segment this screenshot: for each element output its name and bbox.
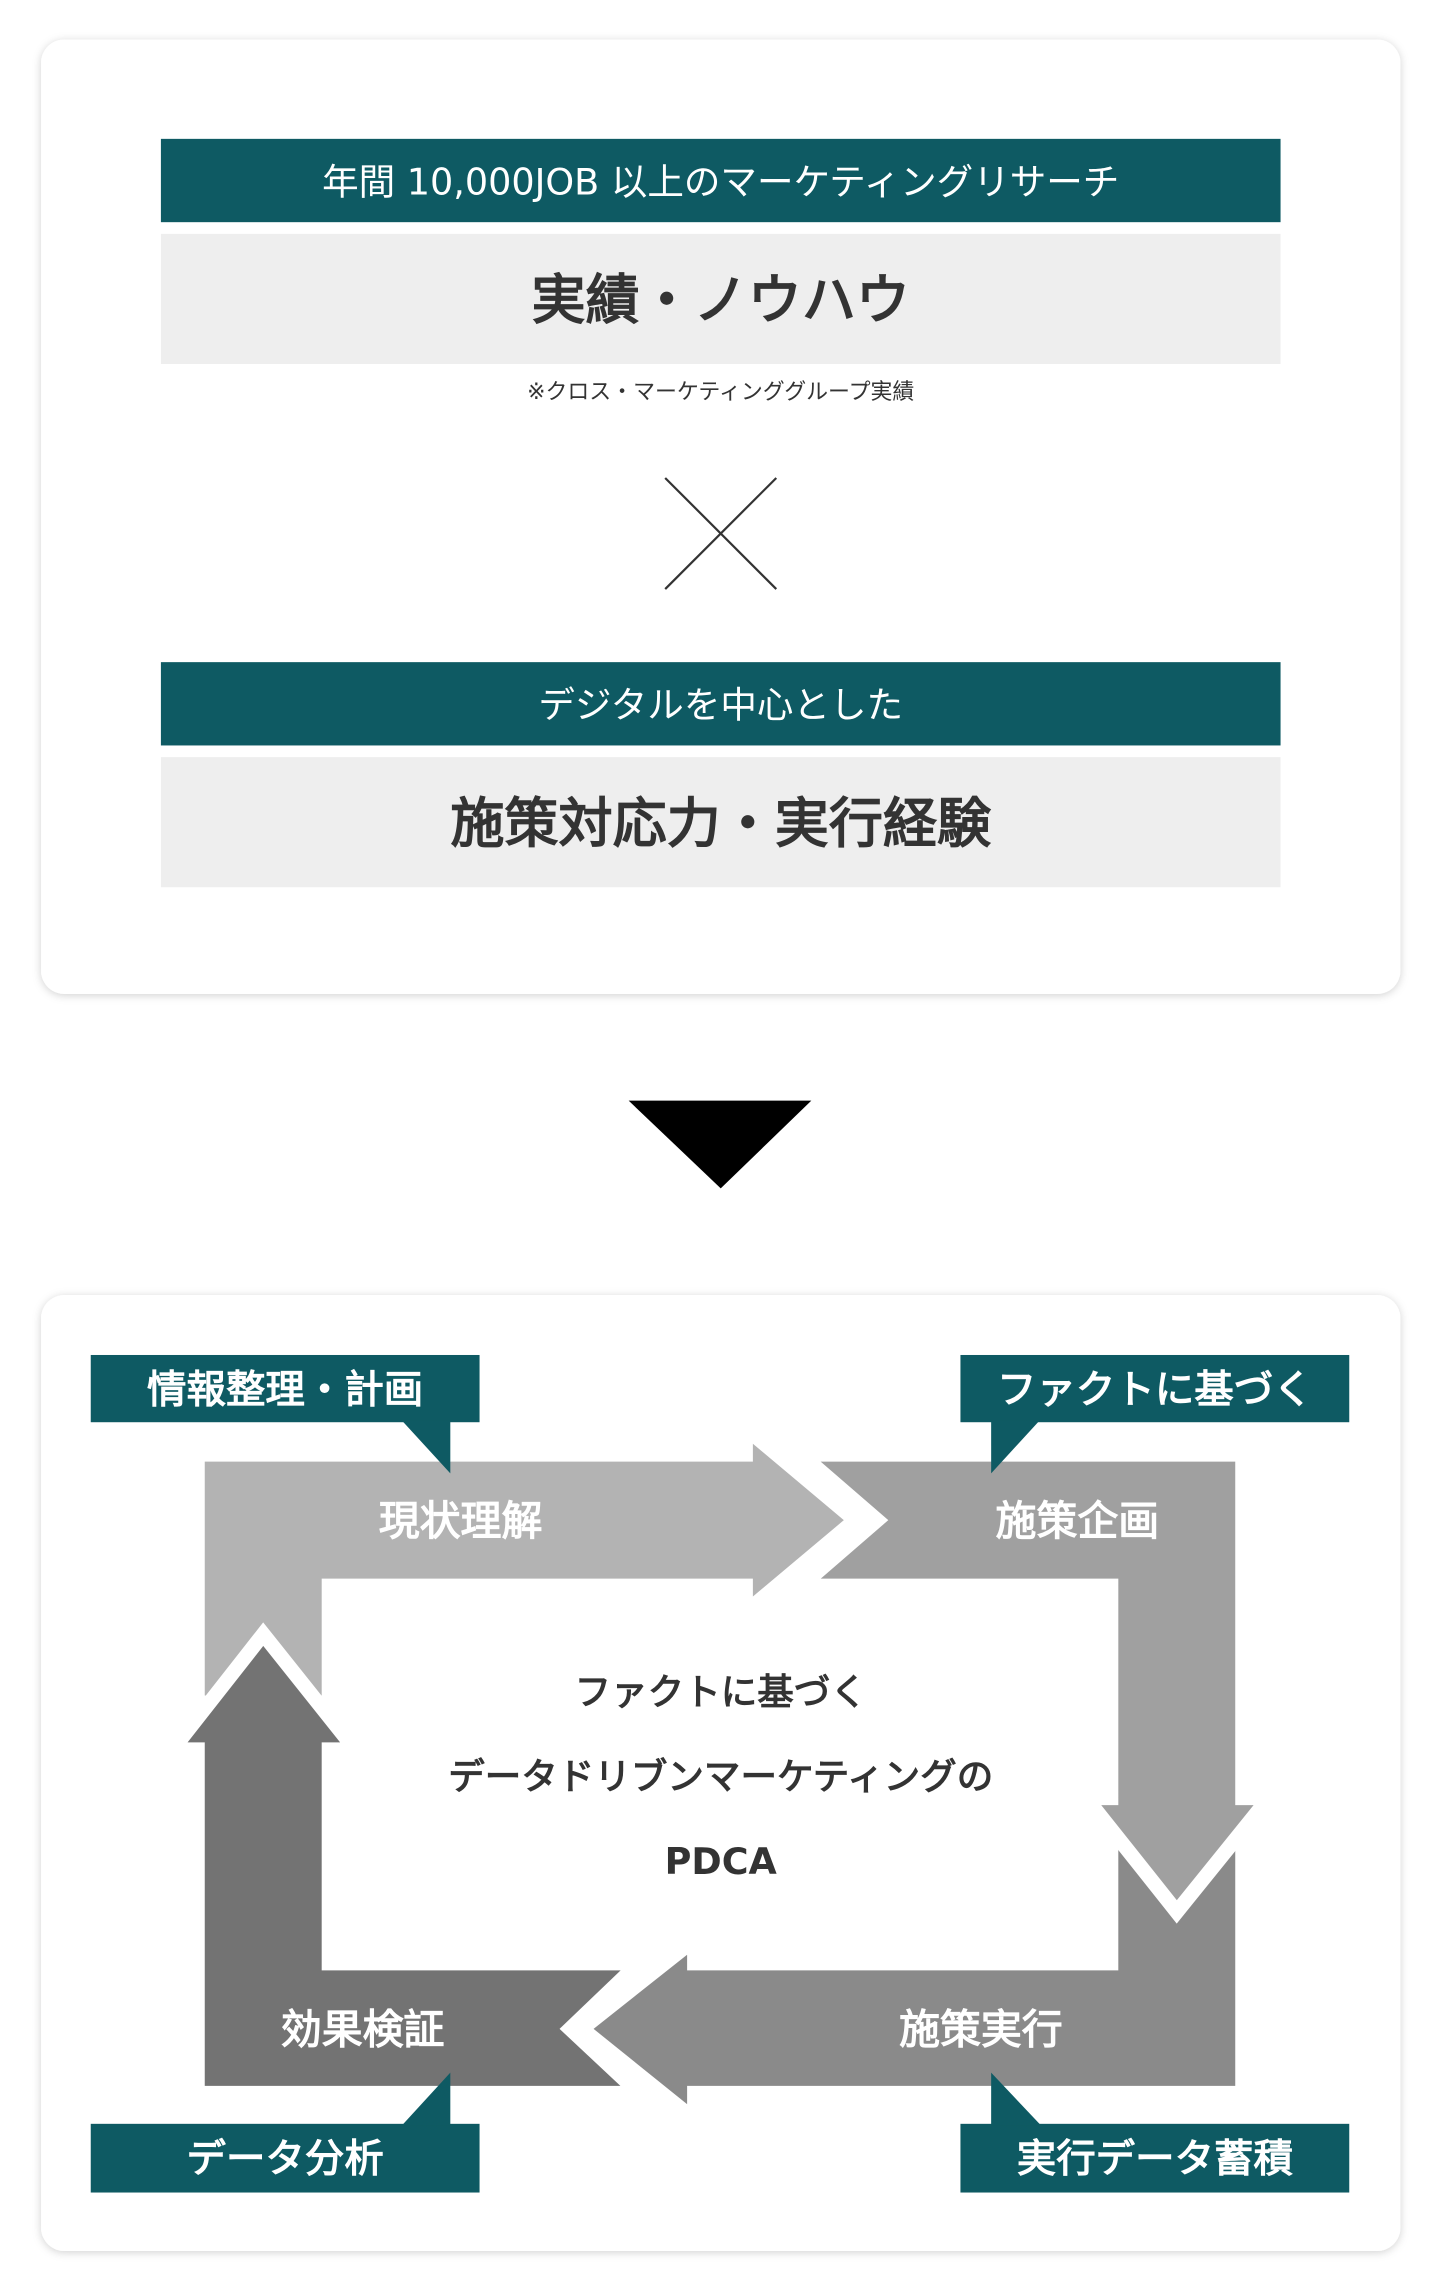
callout-bottom-left-text: データ分析 — [187, 2136, 384, 2182]
digital-bar — [160, 662, 1281, 746]
center-line-3: PDCA — [665, 1840, 778, 1883]
stage-check-arrow — [157, 1622, 658, 2101]
research-note: ※クロス・マーケティンググループ実績 — [527, 380, 914, 405]
callout-top-right-text: ファクトに基づく — [997, 1367, 1313, 1413]
callout-bottom-left: データ分析 — [90, 2072, 480, 2193]
digital-box — [160, 757, 1281, 888]
center-line-1: ファクトに基づく — [575, 1670, 867, 1713]
stage-plan-arrow — [781, 1447, 1285, 1924]
callout-bottom-right-text: 実行データ蓄積 — [1017, 2136, 1294, 2182]
digital-bar-text: デジタルを中心とした — [538, 684, 903, 727]
research-box — [160, 233, 1281, 364]
callout-top-left: 情報整理・計画 — [90, 1354, 480, 1474]
callout-bottom-right: 実行データ蓄積 — [960, 2072, 1350, 2193]
stage-plan-label: 施策企画 — [996, 1497, 1160, 1545]
center-line-2: データドリブンマーケティングの — [448, 1755, 993, 1798]
stage-check-label: 効果検証 — [281, 2005, 445, 2053]
research-box-text: 実績・ノウハウ — [531, 269, 910, 332]
research-bar-text: 年間 10,000JOB 以上のマーケティングリサーチ — [322, 160, 1119, 203]
multiply-icon — [664, 477, 778, 590]
stage-do-label: 施策実行 — [899, 2005, 1063, 2053]
stage-do-arrow — [570, 1834, 1250, 2135]
digital-box-text: 施策対応力・実行経験 — [450, 792, 992, 855]
research-bar — [160, 138, 1281, 223]
stage-understand-label: 現状理解 — [379, 1497, 543, 1545]
down-arrow-icon — [628, 1100, 812, 1189]
pdca-card: 現状理解 施策企画 施策実行 効果検証 情報整理・計画 ファクトに基づく データ… — [41, 1295, 1401, 2251]
callout-top-left-text: 情報整理・計画 — [147, 1367, 423, 1413]
strengths-card: 年間 10,000JOB 以上のマーケティングリサーチ 実績・ノウハウ ※クロス… — [41, 39, 1401, 994]
callout-top-right: ファクトに基づく — [960, 1354, 1350, 1474]
